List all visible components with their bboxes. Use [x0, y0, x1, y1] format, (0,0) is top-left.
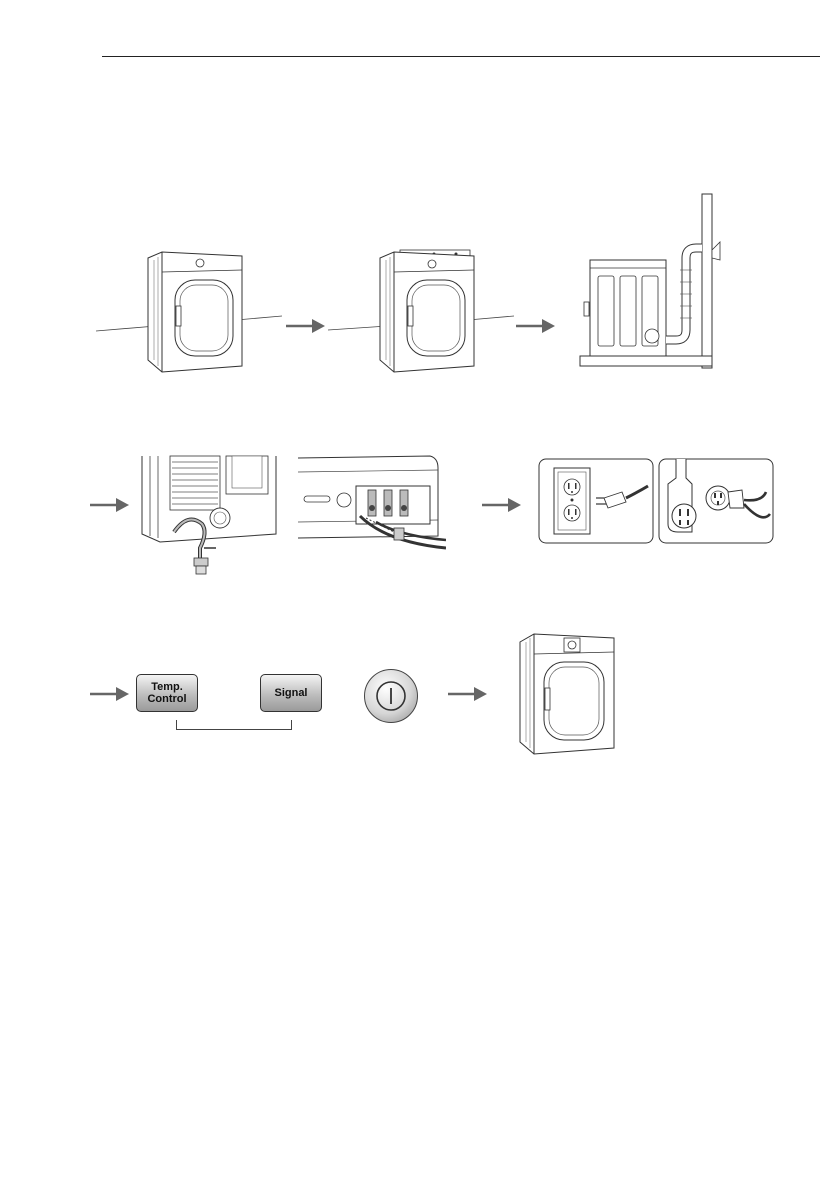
- arrow-right-icon: [516, 318, 556, 334]
- power-button: [364, 669, 418, 723]
- temp-control-label-line2: Control: [147, 693, 186, 705]
- arrow-right-icon: [448, 686, 488, 702]
- header-rule: [102, 56, 820, 57]
- terminal-block-wiring-illustration: [296, 452, 446, 556]
- dryer-with-bracket-illustration: [328, 246, 518, 378]
- dryer-exhaust-vent-illustration: [576, 190, 736, 370]
- dryer-on-floor-illustration: [96, 248, 286, 378]
- arrow-right-icon: [286, 318, 326, 334]
- three-prong-outlet-plug-illustration: [538, 458, 654, 544]
- dryer-back-gas-hose-illustration: [138, 452, 284, 576]
- signal-button: Signal: [260, 674, 322, 712]
- button-combination-bracket: [176, 720, 292, 730]
- dryer-running-illustration: [514, 628, 618, 756]
- power-icon: [365, 670, 417, 722]
- temp-control-button: Temp. Control: [136, 674, 198, 712]
- signal-label: Signal: [274, 687, 307, 699]
- four-prong-outlet-plug-illustration: [658, 458, 774, 544]
- arrow-right-icon: [482, 497, 522, 513]
- arrow-right-icon: [90, 497, 130, 513]
- temp-control-label-line1: Temp.: [147, 681, 186, 693]
- arrow-right-icon: [90, 686, 130, 702]
